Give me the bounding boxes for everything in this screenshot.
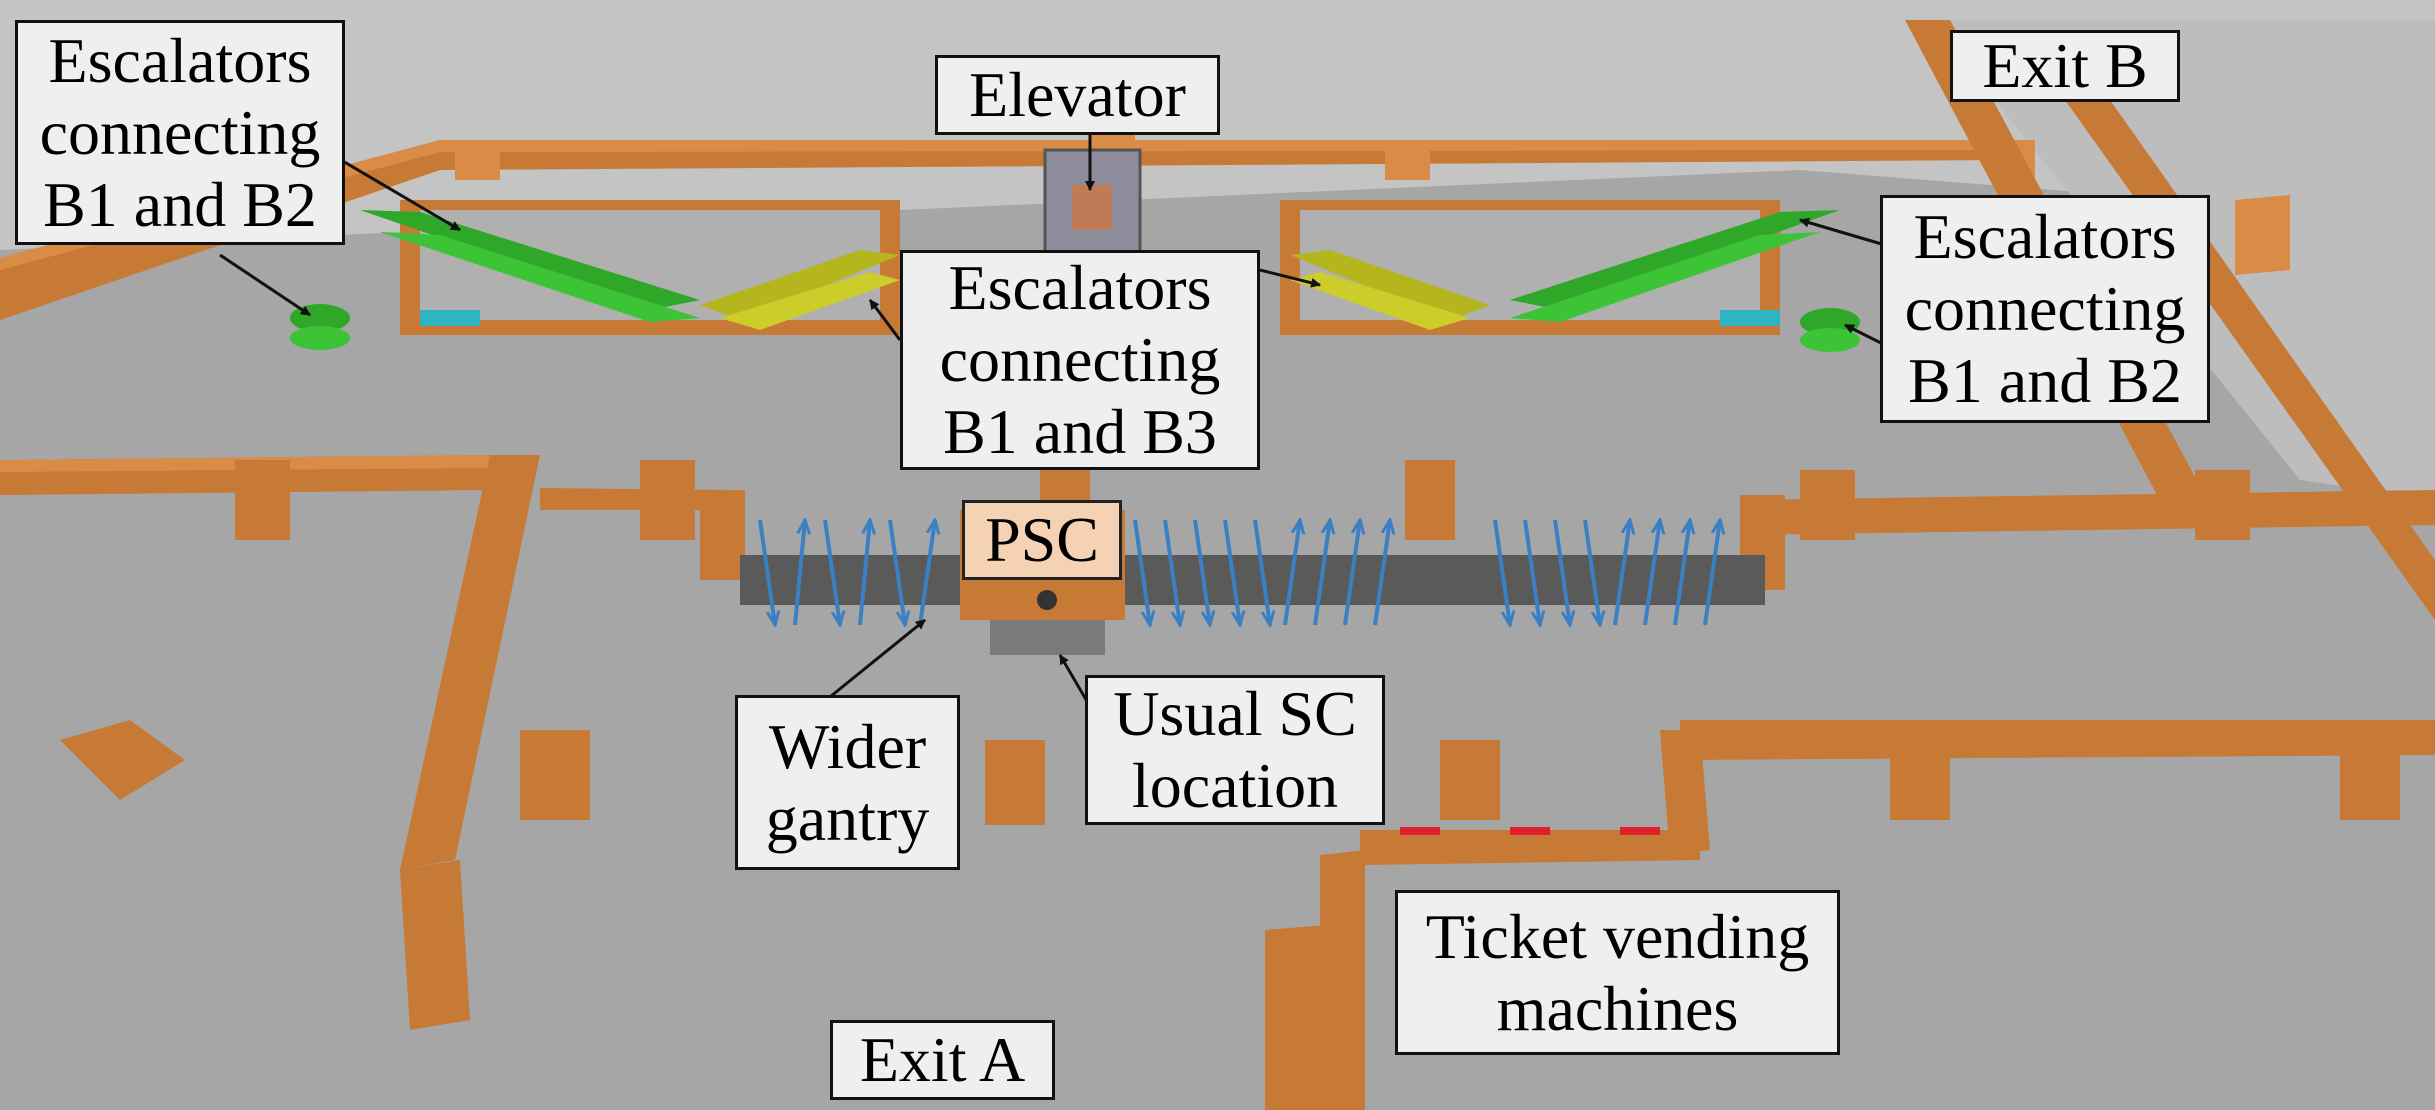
wall: [2235, 195, 2290, 275]
person-icon: [1037, 590, 1057, 610]
label-elevator: Elevator: [935, 55, 1220, 135]
wall-pillar: [2340, 730, 2400, 820]
wall-pillar: [2195, 470, 2250, 540]
wall: [1680, 720, 2435, 760]
elevator-car: [1072, 185, 1112, 230]
wall: [1320, 850, 1365, 1110]
ticket-vending-machine: [1400, 827, 1440, 835]
gantry-arrows: [758, 520, 1720, 625]
escalator-b1-b2: [380, 232, 700, 322]
wall-pillar: [520, 730, 590, 820]
label-escalators-b1-b2-right: Escalators connecting B1 and B2: [1880, 195, 2210, 423]
wall-pillar: [1800, 470, 1855, 540]
wall-pillar: [700, 490, 745, 580]
escalator-b1-b3: [1290, 250, 1490, 320]
wall-pillar: [1385, 140, 1430, 180]
wall: [1660, 730, 1710, 855]
label-escalators-b1-b3: Escalators connecting B1 and B3: [900, 250, 1260, 470]
label-usual-sc-location: Usual SC location: [1085, 675, 1385, 825]
label-escalators-b1-b2-left: Escalators connecting B1 and B2: [15, 20, 345, 245]
escalator-b1-b3: [720, 272, 900, 330]
wall-pillar: [1440, 740, 1500, 820]
wall: [0, 140, 2010, 320]
label-exit-a: Exit A: [830, 1020, 1055, 1100]
escalator-b1-b2: [360, 210, 700, 310]
psc-booth-window: [990, 620, 1105, 655]
escalator-b1-b2: [1510, 210, 1840, 310]
escalator-landing: [290, 326, 350, 350]
escalator-pit: [1720, 310, 1780, 326]
wall-pillar: [235, 460, 290, 540]
escalator-b1-b3: [700, 250, 900, 320]
gate-line-right: [1125, 555, 1765, 605]
wall-pillar: [1890, 730, 1950, 820]
label-ticket-vending-machines: Ticket vending machines: [1395, 890, 1840, 1055]
wall-pillar: [60, 720, 185, 800]
wall-pillar: [985, 740, 1045, 825]
ticket-vending-machine: [1510, 827, 1550, 835]
label-psc: PSC: [962, 500, 1122, 580]
wall-pillar: [1405, 460, 1455, 540]
wall-pillar: [455, 140, 500, 180]
label-exit-b: Exit B: [1950, 30, 2180, 102]
wall: [540, 488, 730, 510]
label-wider-gantry: Wider gantry: [735, 695, 960, 870]
escalator-landing: [1800, 328, 1860, 352]
wall: [1265, 925, 1325, 1110]
escalator-b1-b3: [1290, 272, 1470, 330]
ticket-vending-machine: [1620, 827, 1660, 835]
wall: [1740, 490, 2435, 535]
wall: [400, 860, 470, 1030]
wall: [400, 455, 540, 870]
escalator-b1-b2: [1510, 232, 1820, 322]
escalator-pit: [420, 310, 480, 326]
wall: [1360, 830, 1700, 865]
